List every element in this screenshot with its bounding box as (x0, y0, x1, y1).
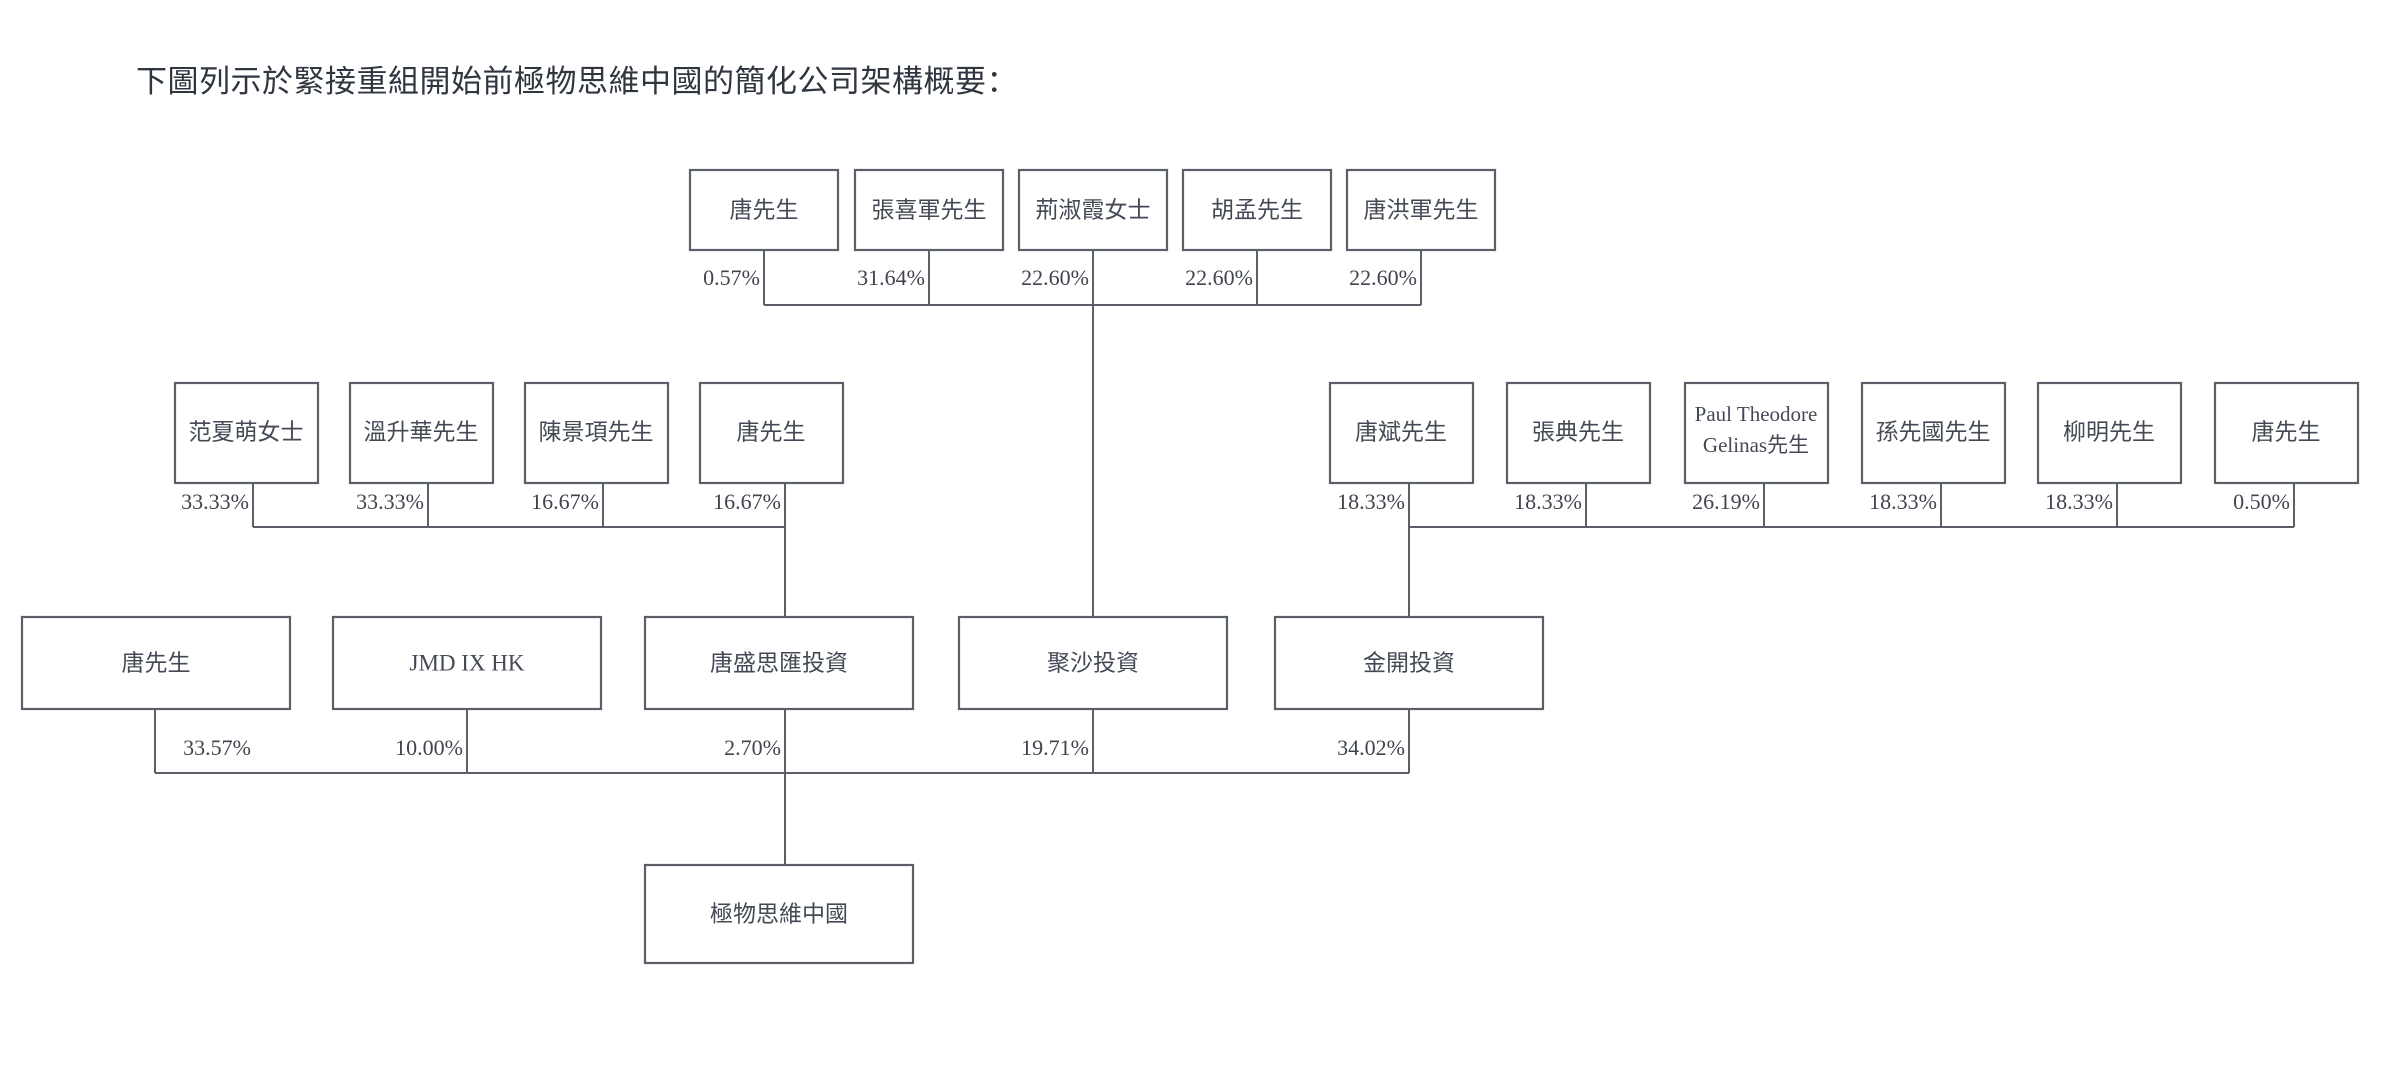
node-n2-7[interactable]: Paul Theodore Gelinas先生 (1683, 381, 1830, 485)
node-box[interactable] (173, 381, 320, 485)
node-box[interactable] (2036, 381, 2183, 485)
edge-percent: 34.02% (1337, 735, 1405, 760)
node-n2-5[interactable]: 唐斌先生 (1328, 381, 1475, 485)
node-label: 范夏萌女士 (189, 419, 304, 444)
node-n2-10[interactable]: 唐先生 (2213, 381, 2360, 485)
node-box[interactable] (853, 168, 1005, 252)
node-box[interactable] (957, 615, 1229, 711)
node-box[interactable] (523, 381, 670, 485)
edge-percent: 0.57% (703, 265, 760, 290)
node-n2-4[interactable]: 唐先生 (698, 381, 845, 485)
node-label: 唐盛思匯投資 (710, 650, 848, 675)
edge-percent: 33.57% (183, 735, 251, 760)
edge-percent: 16.67% (531, 489, 599, 514)
row-1-group: 唐先生 張喜軍先生 荊淑霞女士 胡孟先生 唐洪軍先生 (688, 168, 1497, 617)
node-label-line2: Gelinas先生 (1703, 433, 1809, 457)
node-label: 孫先國先生 (1876, 419, 1991, 444)
node-box[interactable] (331, 615, 603, 711)
node-n2-2[interactable]: 溫升華先生 (348, 381, 495, 485)
edge-percent: 18.33% (1337, 489, 1405, 514)
node-label: 胡孟先生 (1211, 197, 1303, 222)
node-n1-4[interactable]: 胡孟先生 (1181, 168, 1333, 252)
node-label: 溫升華先生 (364, 419, 479, 444)
edge-percent: 26.19% (1692, 489, 1760, 514)
edge-percent: 0.50% (2233, 489, 2290, 514)
row-3-group: 唐先生 JMD IX HK 唐盛思匯投資 聚沙投資 金開投資 (20, 615, 1545, 865)
node-label-line1: Paul Theodore (1695, 402, 1818, 426)
node-label: JMD IX HK (410, 650, 525, 675)
page-title: 下圖列示於緊接重組開始前極物思維中國的簡化公司架構概要： (136, 64, 1018, 99)
node-n2-3[interactable]: 陳景項先生 (523, 381, 670, 485)
node-box[interactable] (1505, 381, 1652, 485)
node-label: 唐先生 (122, 650, 191, 675)
node-n4-1[interactable]: 極物思維中國 (643, 863, 915, 965)
node-label: 柳明先生 (2063, 419, 2155, 444)
node-box[interactable] (1860, 381, 2007, 485)
node-label: 唐先生 (2252, 419, 2321, 444)
edge-percent: 22.60% (1349, 265, 1417, 290)
node-n2-1[interactable]: 范夏萌女士 (173, 381, 320, 485)
node-n1-3[interactable]: 荊淑霞女士 (1017, 168, 1169, 252)
node-label: 荊淑霞女士 (1036, 197, 1151, 222)
edge-percent: 22.60% (1185, 265, 1253, 290)
node-box[interactable] (698, 381, 845, 485)
row-4-group: 極物思維中國 (643, 863, 915, 965)
node-box[interactable] (643, 863, 915, 965)
node-n3-1[interactable]: 唐先生 (20, 615, 292, 711)
node-box[interactable] (1683, 381, 1830, 485)
node-label: 陳景項先生 (539, 419, 654, 444)
node-n2-6[interactable]: 張典先生 (1505, 381, 1652, 485)
edge-percent: 19.71% (1021, 735, 1089, 760)
node-box[interactable] (1181, 168, 1333, 252)
row-2-left-group: 范夏萌女士 溫升華先生 陳景項先生 唐先生 33.33% 33.33% (173, 381, 845, 617)
edge-percent: 10.00% (395, 735, 463, 760)
node-label: 唐先生 (730, 197, 799, 222)
node-n1-1[interactable]: 唐先生 (688, 168, 840, 252)
node-n3-5[interactable]: 金開投資 (1273, 615, 1545, 711)
node-box[interactable] (348, 381, 495, 485)
row-2-right-group: 唐斌先生 張典先生 Paul Theodore Gelinas先生 孫先國先生 … (1328, 381, 2360, 617)
edge-percent: 18.33% (2045, 489, 2113, 514)
edge-percent: 33.33% (181, 489, 249, 514)
node-n3-2[interactable]: JMD IX HK (331, 615, 603, 711)
node-box[interactable] (688, 168, 840, 252)
node-n2-9[interactable]: 柳明先生 (2036, 381, 2183, 485)
node-box[interactable] (1328, 381, 1475, 485)
node-label: 唐洪軍先生 (1364, 197, 1479, 222)
node-n1-2[interactable]: 張喜軍先生 (853, 168, 1005, 252)
node-label: 極物思維中國 (710, 901, 848, 926)
edge-percent: 16.67% (713, 489, 781, 514)
node-n3-3[interactable]: 唐盛思匯投資 (643, 615, 915, 711)
node-box[interactable] (643, 615, 915, 711)
node-n1-5[interactable]: 唐洪軍先生 (1345, 168, 1497, 252)
edge-percent: 33.33% (356, 489, 424, 514)
edge-percent: 22.60% (1021, 265, 1089, 290)
node-n2-8[interactable]: 孫先國先生 (1860, 381, 2007, 485)
edge-percent: 2.70% (724, 735, 781, 760)
node-label: 金開投資 (1363, 650, 1455, 675)
node-label: 唐先生 (737, 419, 806, 444)
edge-percent: 18.33% (1514, 489, 1582, 514)
edge-percent: 18.33% (1869, 489, 1937, 514)
node-label: 唐斌先生 (1355, 419, 1447, 444)
node-label: 張喜軍先生 (872, 197, 987, 222)
edge-percent: 31.64% (857, 265, 925, 290)
node-n3-4[interactable]: 聚沙投資 (957, 615, 1229, 711)
node-box[interactable] (2213, 381, 2360, 485)
node-label: 聚沙投資 (1047, 650, 1139, 675)
node-label: 張典先生 (1532, 419, 1624, 444)
